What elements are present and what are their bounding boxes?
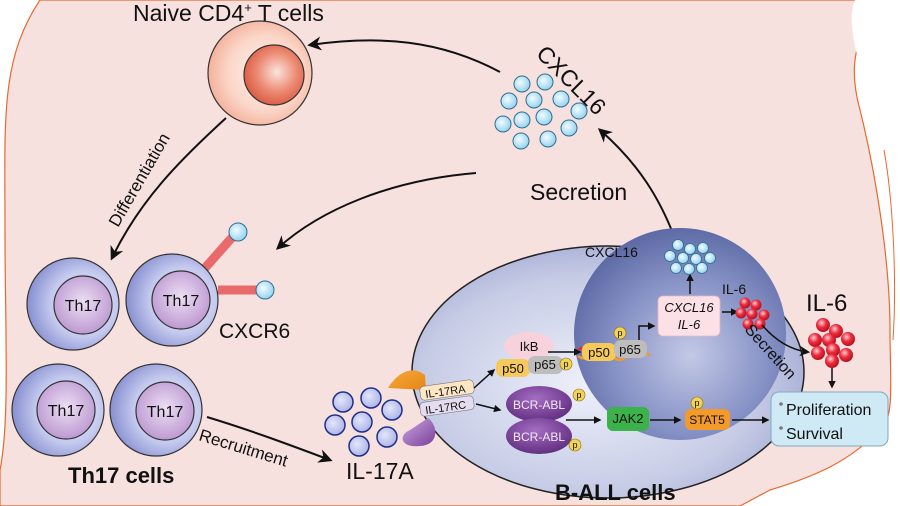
th17-cells-title: Th17 cells: [68, 463, 174, 488]
il17-receptor: IL-17RA IL-17RC: [388, 370, 475, 447]
cxcl16-cluster: [494, 73, 588, 150]
phospho-label: p: [576, 390, 581, 400]
naive-cd4-t-cell: [207, 20, 313, 126]
p50-label: p50: [502, 361, 524, 376]
arrow-cxcl16-to-th17: [275, 172, 477, 250]
th17-cell: Th17: [125, 253, 219, 347]
outside-region: [851, 0, 900, 300]
arrow-differentiation: [110, 117, 227, 261]
il17a-cluster: [324, 387, 403, 457]
il6-extracellular-cluster: [808, 318, 855, 368]
bcr-abl-dimer: BCR-ABL p BCR-ABL p: [506, 386, 586, 454]
target-genes-box: CXCL16 IL-6: [657, 295, 721, 337]
arrow-il6-secretion: [761, 324, 811, 357]
cxcl16-intracellular-cluster: [664, 239, 716, 275]
naive-cells-label: Naive CD4+ T cells: [133, 0, 324, 26]
b-all-title: B-ALL cells: [555, 480, 676, 505]
p65-label: p65: [534, 357, 556, 372]
jak2-node: JAK2: [607, 407, 649, 431]
th17-cell: Th17: [26, 257, 120, 351]
arrow-cxcl16-to-naive: [307, 36, 501, 73]
phospho-label: p: [572, 440, 577, 450]
bcr-abl-label: BCR-ABL: [513, 430, 565, 444]
th17-label: Th17: [147, 404, 184, 421]
il17ra-label: IL-17RA: [425, 383, 467, 401]
phospho-label: p: [617, 328, 622, 338]
arrow-receptor-to-bcrabl: [475, 403, 502, 413]
nfkb-ikb-complex: IkB p50 p65 p: [496, 332, 573, 377]
arrow-receptor-to-nfkb: [473, 368, 496, 389]
il6-intracellular-label: IL-6: [722, 281, 746, 297]
il17a-label: IL-17A: [346, 458, 414, 484]
il17rc-label: IL-17RC: [425, 399, 467, 417]
cxcr6-label: CXCR6: [219, 320, 290, 343]
th17-label: Th17: [48, 403, 85, 420]
secretion-label: Secretion: [530, 179, 627, 205]
cxcr6-receptors: [201, 222, 275, 300]
stat5-node: STAT5 p: [685, 396, 730, 430]
p50-label: p50: [588, 345, 610, 360]
outcome-box: Proliferation Survival: [770, 391, 889, 447]
p65-label: p65: [619, 342, 641, 357]
nuclear-nfkb-dna: p50 p65 p: [577, 326, 651, 362]
tissue-edge: [883, 149, 896, 341]
jak2-label: JAK2: [612, 411, 643, 426]
il6-intracellular-cluster: [735, 297, 770, 330]
arrow-recruitment: [206, 416, 333, 463]
arrow-secretion-cxcl16: [597, 128, 675, 237]
outcome-survival: Survival: [786, 426, 843, 443]
gene-il6-label: IL-6: [678, 317, 701, 332]
ikb-label: IkB: [520, 339, 539, 354]
stat5-label: STAT5: [689, 413, 725, 427]
th17-label: Th17: [163, 293, 200, 310]
cxcl16-intracellular-label: CXCL16: [585, 244, 638, 260]
th17-label: Th17: [65, 298, 102, 315]
th17-cell: Th17: [109, 363, 203, 457]
arrow-transcription: [638, 322, 656, 340]
phospho-label: p: [694, 398, 699, 408]
th17-cell: Th17: [11, 363, 105, 457]
il6-extracellular-label: IL-6: [806, 290, 847, 317]
outcome-proliferation: Proliferation: [786, 402, 871, 419]
phospho-label: p: [563, 359, 568, 369]
bcr-abl-label: BCR-ABL: [513, 398, 565, 412]
gene-cxcl16-label: CXCL16: [664, 300, 714, 315]
